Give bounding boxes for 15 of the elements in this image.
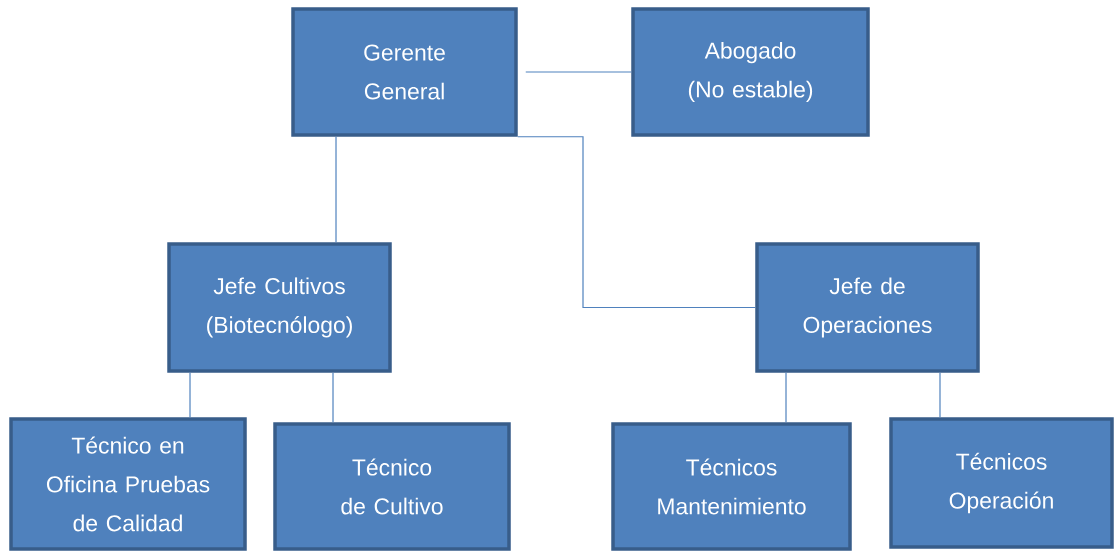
role-box: Técnicos Mantenimiento	[611, 422, 852, 551]
role-box: Abogado (No estable)	[631, 7, 870, 137]
connector-line	[785, 372, 787, 423]
connector-line	[517, 136, 756, 309]
role-box: Técnico en Oficina Pruebas de Calidad	[9, 417, 247, 551]
role-box: Jefe Cultivos (Biotecnólogo)	[167, 242, 392, 373]
connector-line	[335, 136, 337, 243]
role-box: Técnico de Cultivo	[273, 422, 511, 551]
role-box: Jefe de Operaciones	[755, 242, 980, 373]
role-box: Técnicos Operación	[889, 417, 1114, 549]
connector-line	[525, 71, 632, 73]
connector-line	[939, 372, 941, 418]
connector-line	[189, 372, 191, 418]
connector-line	[332, 372, 334, 423]
role-box: Gerente General	[291, 7, 518, 137]
